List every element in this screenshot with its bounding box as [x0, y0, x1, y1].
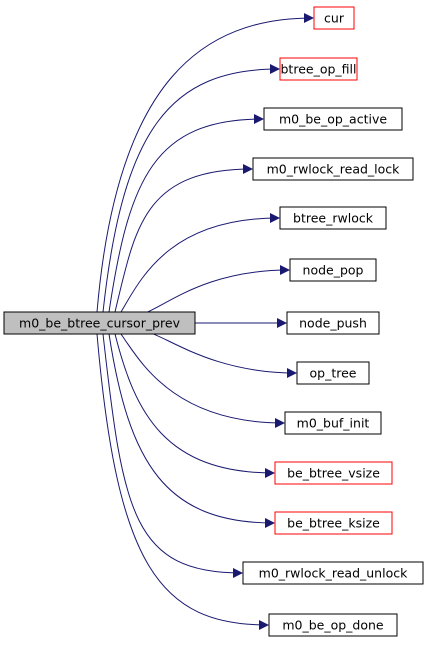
callee-node-be-btree-ksize[interactable]: be_btree_ksize — [274, 511, 393, 535]
callee-box — [296, 361, 370, 385]
callee-node-node-pop[interactable]: node_pop — [289, 258, 377, 282]
callee-label: node_push — [299, 316, 367, 331]
call-edge-m0-rwlock-read-lock — [114, 164, 253, 313]
callee-box — [313, 6, 355, 30]
callee-box — [274, 511, 393, 535]
callee-node-m0-be-op-done[interactable]: m0_be_op_done — [268, 613, 398, 637]
callee-box — [242, 561, 424, 585]
callee-label: cur — [324, 11, 345, 26]
root-node[interactable]: m0_be_btree_cursor_prev — [3, 311, 196, 335]
callee-label: m0_be_op_active — [279, 112, 387, 127]
callee-node-m0-rwlock-read-lock[interactable]: m0_rwlock_read_lock — [252, 157, 414, 181]
callee-box — [263, 107, 403, 131]
callee-box — [286, 311, 380, 335]
call-edge-m0-rwlock-read-unlock — [102, 333, 243, 578]
callee-label: be_btree_vsize — [287, 466, 380, 481]
callee-box — [289, 258, 377, 282]
callee-node-m0-rwlock-read-unlock[interactable]: m0_rwlock_read_unlock — [242, 561, 424, 585]
callee-label: m0_rwlock_read_unlock — [259, 566, 408, 581]
callee-node-m0-be-op-active[interactable]: m0_be_op_active — [263, 107, 403, 131]
callee-box — [279, 206, 387, 230]
callee-label: btree_op_fill — [281, 62, 357, 77]
callee-box — [274, 461, 393, 485]
callee-box — [284, 411, 382, 435]
call-edge-m0-be-op-done — [96, 333, 269, 630]
call-edge-be-btree-vsize — [114, 333, 275, 478]
call-edge-m0-buf-init — [120, 333, 285, 428]
callee-node-cur[interactable]: cur — [313, 6, 355, 30]
call-edge-m0-be-op-active — [108, 114, 264, 313]
call-edge-btree-rwlock — [120, 213, 280, 313]
callee-label: op_tree — [310, 366, 357, 381]
callee-label: m0_be_op_done — [282, 618, 384, 633]
callee-node-node-push[interactable]: node_push — [286, 311, 380, 335]
callee-box — [252, 157, 414, 181]
call-edge-cur — [96, 13, 314, 313]
callee-label: m0_buf_init — [297, 416, 370, 431]
callee-box — [279, 57, 358, 81]
root-node-box — [3, 311, 196, 335]
callee-node-btree-rwlock[interactable]: btree_rwlock — [279, 206, 387, 230]
callee-node-be-btree-vsize[interactable]: be_btree_vsize — [274, 461, 393, 485]
callee-box — [268, 613, 398, 637]
callee-label: be_btree_ksize — [287, 516, 380, 531]
call-edge-be-btree-ksize — [108, 333, 275, 528]
call-edge-op-tree — [126, 329, 297, 378]
call-edge-node-pop — [126, 265, 290, 316]
call-edge-btree-op-fill — [102, 64, 280, 313]
callee-node-op-tree[interactable]: op_tree — [296, 361, 370, 385]
root-node-label: m0_be_btree_cursor_prev — [19, 316, 181, 331]
callee-node-m0-buf-init[interactable]: m0_buf_init — [284, 411, 382, 435]
callee-label: node_pop — [303, 263, 364, 278]
callee-node-btree-op-fill[interactable]: btree_op_fill — [279, 57, 358, 81]
callee-label: btree_rwlock — [293, 211, 374, 226]
callee-label: m0_rwlock_read_lock — [267, 162, 401, 177]
